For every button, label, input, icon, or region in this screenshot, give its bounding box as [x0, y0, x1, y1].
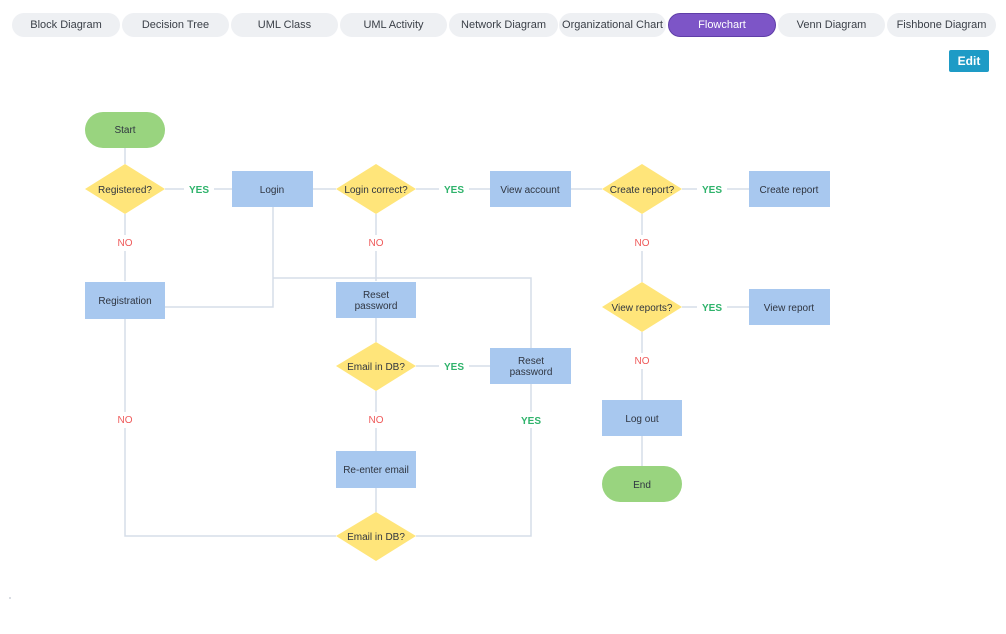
node-label: Re-enter email	[343, 465, 409, 476]
tab-network-diagram[interactable]: Network Diagram	[449, 13, 558, 37]
node-label: Login correct?	[344, 185, 408, 196]
node-label: View account	[500, 185, 560, 196]
tab-flowchart[interactable]: Flowchart	[668, 13, 776, 37]
node-create-report[interactable]: Create report	[749, 171, 830, 207]
node-label: End	[633, 480, 651, 491]
edge-label-no: NO	[369, 238, 384, 249]
node-label: Email in DB?	[347, 362, 405, 373]
tab-decision-tree[interactable]: Decision Tree	[122, 13, 229, 37]
edge-label-no: NO	[118, 415, 133, 426]
edge-label-yes: YES	[702, 185, 722, 196]
edge-label-yes: YES	[521, 416, 541, 427]
edge-label-no: NO	[635, 356, 650, 367]
node-label: Login	[260, 185, 284, 196]
node-label: Email in DB?	[347, 532, 405, 543]
edge-labels: YES YES YES YES YES YES NO NO NO NO NO N…	[112, 181, 727, 428]
node-label: Registration	[98, 296, 151, 307]
node-label: View report	[764, 303, 815, 314]
connector	[124, 319, 336, 537]
node-login-correct-decision[interactable]: Login correct?	[336, 164, 416, 214]
node-view-report[interactable]: View report	[749, 289, 830, 325]
edge-label-no: NO	[118, 238, 133, 249]
tab-organizational-chart[interactable]: Organizational Chart	[559, 13, 666, 37]
edge-label-no: NO	[369, 415, 384, 426]
node-label: Create report?	[610, 185, 675, 196]
node-registration[interactable]: Registration	[85, 282, 165, 319]
tab-fishbone-diagram[interactable]: Fishbone Diagram	[887, 13, 996, 37]
tab-uml-class[interactable]: UML Class	[231, 13, 338, 37]
node-login[interactable]: Login	[232, 171, 313, 207]
node-label: password	[510, 367, 553, 378]
node-label: Log out	[625, 414, 659, 425]
edge-label-yes: YES	[444, 185, 464, 196]
node-registered-decision[interactable]: Registered?	[85, 164, 165, 214]
tab-block-diagram[interactable]: Block Diagram	[12, 13, 120, 37]
canvas-marker	[9, 597, 11, 599]
connector	[416, 384, 532, 537]
tab-uml-activity[interactable]: UML Activity	[340, 13, 447, 37]
node-label: Reset	[518, 356, 544, 367]
node-view-account[interactable]: View account	[490, 171, 571, 207]
node-end[interactable]: End	[602, 466, 682, 502]
node-reset-password-2[interactable]: Reset password	[490, 348, 571, 384]
tab-venn-diagram[interactable]: Venn Diagram	[778, 13, 885, 37]
node-label: password	[355, 301, 398, 312]
node-label: Start	[114, 125, 135, 136]
node-email-in-db-decision-2[interactable]: Email in DB?	[336, 512, 416, 561]
node-log-out[interactable]: Log out	[602, 400, 682, 436]
connector	[165, 207, 274, 308]
diagram-type-tabs: Block Diagram Decision Tree UML Class UM…	[12, 13, 996, 37]
node-label: Registered?	[98, 185, 152, 196]
edge-label-yes: YES	[189, 185, 209, 196]
edge-label-yes: YES	[444, 362, 464, 373]
connector	[273, 277, 532, 348]
node-create-report-decision[interactable]: Create report?	[602, 164, 682, 214]
nodes: Start Registered? Login Login correct? V…	[85, 112, 830, 561]
node-label: Create report	[760, 185, 819, 196]
node-re-enter-email[interactable]: Re-enter email	[336, 451, 416, 488]
node-label: View reports?	[612, 303, 673, 314]
node-label: Reset	[363, 290, 389, 301]
edge-label-yes: YES	[702, 303, 722, 314]
node-view-reports-decision[interactable]: View reports?	[602, 282, 682, 332]
edge-label-no: NO	[635, 238, 650, 249]
node-email-in-db-decision-1[interactable]: Email in DB?	[336, 342, 416, 391]
node-reset-password-1[interactable]: Reset password	[336, 282, 416, 318]
node-start[interactable]: Start	[85, 112, 165, 148]
edit-button[interactable]: Edit	[949, 50, 989, 72]
